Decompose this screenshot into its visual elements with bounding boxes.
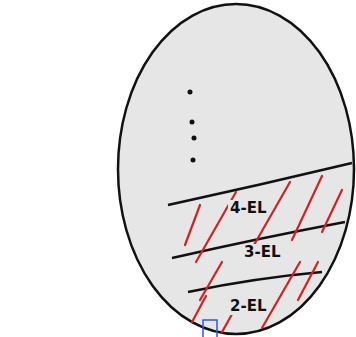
band-label: 3-EL bbox=[242, 244, 282, 261]
red-hatching bbox=[185, 176, 342, 332]
band-label: 4-EL bbox=[228, 200, 268, 217]
band-line bbox=[188, 272, 322, 292]
dot bbox=[188, 90, 193, 95]
dot bbox=[190, 120, 195, 125]
energy-band: 3-EL bbox=[242, 243, 282, 261]
band-line bbox=[168, 163, 352, 205]
dot bbox=[191, 158, 196, 163]
dot bbox=[192, 136, 197, 141]
energy-band: 2-EL bbox=[228, 297, 268, 315]
circle-outline bbox=[118, 4, 354, 334]
blue-box bbox=[203, 320, 217, 337]
band-label: 2-EL bbox=[228, 298, 268, 315]
energy-band: 4-EL bbox=[228, 199, 268, 217]
